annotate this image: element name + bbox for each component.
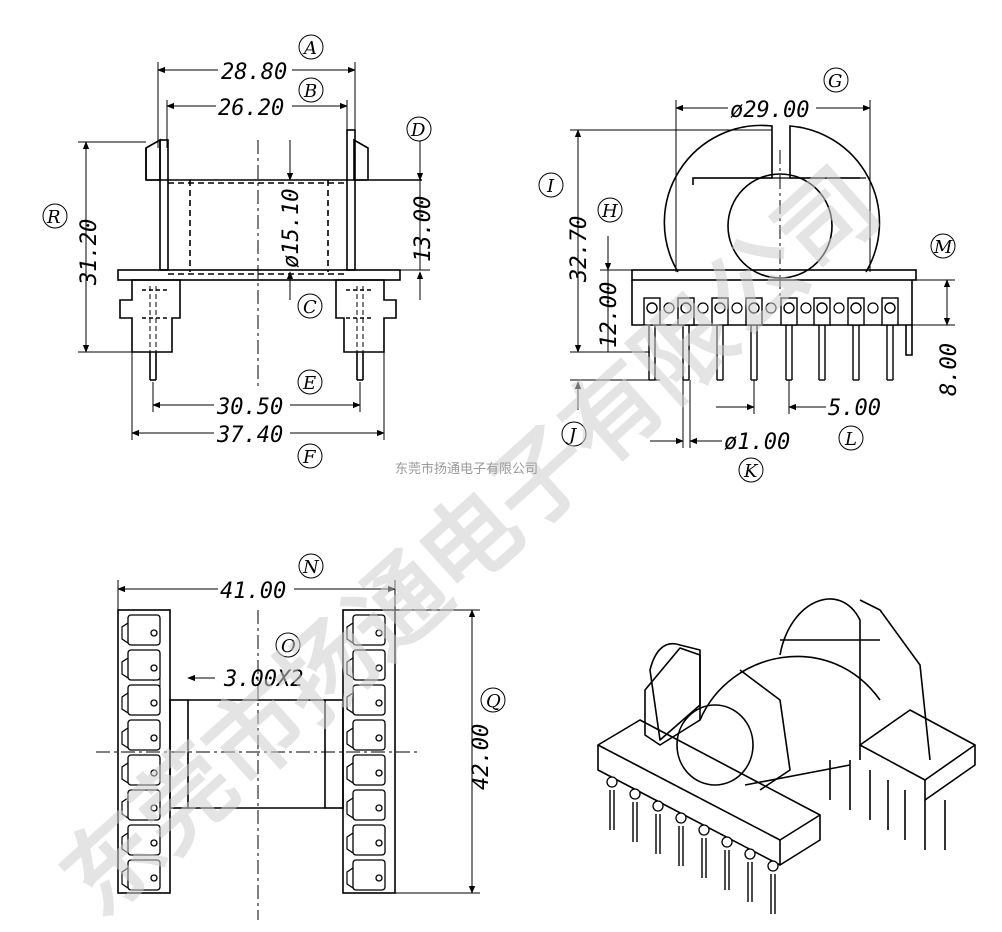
tag-j: J: [565, 425, 578, 446]
side-pin-8: [881, 297, 899, 381]
side-pin-3: [711, 297, 743, 381]
iso-pin-7: [744, 848, 756, 902]
dim-f-value: 37.40: [216, 423, 283, 448]
tag-c: C: [303, 297, 317, 318]
left-slot-1: [121, 614, 161, 646]
left-slot-4: [121, 719, 161, 751]
left-slot-8: [121, 859, 161, 891]
dim-i-value: 32.70: [567, 216, 592, 283]
dim-r-value: 31.20: [77, 219, 102, 286]
tag-i: I: [546, 176, 555, 197]
side-pin-4: [745, 297, 777, 381]
side-pin-5: [780, 297, 812, 381]
right-slot-8: [346, 859, 386, 891]
right-slot-6: [346, 789, 386, 821]
dim-n-value: 41.00: [220, 579, 286, 604]
dim-a-value: 28.80: [221, 60, 287, 85]
tag-q: Q: [486, 691, 501, 712]
dim-d-value: 13.00: [411, 196, 436, 262]
left-slot-2: [121, 649, 161, 681]
side-pin-2: [677, 297, 709, 381]
right-slot-4: [346, 719, 386, 751]
right-slot-7: [346, 824, 386, 856]
left-slot-7: [121, 824, 161, 856]
dim-c-value: ø15.10: [279, 189, 304, 268]
dim-o-value: 3.00X2: [223, 667, 303, 692]
iso-pin-1: [606, 776, 618, 830]
dim-m-value: 8.00: [937, 343, 962, 396]
tag-e: E: [302, 373, 316, 394]
iso-pin-6: [721, 836, 733, 890]
side-pin-7: [847, 297, 879, 381]
tag-m: M: [933, 237, 953, 258]
tag-d: D: [410, 120, 426, 141]
side-pin-6: [813, 297, 845, 381]
watermark: 东莞市扬通电子有限公司 东莞市扬通电子有限公司: [40, 147, 900, 932]
iso-pin-8: [767, 860, 779, 914]
tag-l: L: [844, 429, 857, 450]
tag-r: R: [46, 207, 61, 228]
dim-q-value: 42.00: [469, 724, 494, 790]
iso-pin-2: [629, 788, 641, 842]
isometric-front-pins: [606, 776, 779, 914]
right-slot-5: [346, 754, 386, 786]
side-view-labels: ø29.00 32.70 12.00 8.00 ø1.00 5.00 G I H…: [538, 67, 962, 483]
tag-k: K: [743, 461, 759, 482]
tag-n: N: [302, 557, 320, 578]
side-pin-1: [643, 297, 675, 381]
tag-o: O: [281, 636, 296, 657]
right-slot-1: [346, 614, 386, 646]
left-slot-3: [121, 684, 161, 716]
left-slot-6: [121, 789, 161, 821]
top-view-labels: 41.00 3.00X2 42.00 N O Q: [218, 553, 506, 790]
right-slot-2: [346, 649, 386, 681]
dim-h-value: 12.00: [597, 282, 622, 348]
side-view-pins: [643, 297, 899, 381]
tag-h: H: [601, 201, 618, 222]
isometric-view: [597, 598, 976, 866]
dim-g-value: ø29.00: [730, 98, 809, 123]
front-view-labels: 28.80 26.20 31.20 13.00 ø15.10 30.50 37.…: [42, 34, 436, 469]
top-view-pin-slots: [121, 614, 386, 891]
tag-b: B: [303, 81, 317, 102]
dim-l-value: 5.00: [828, 396, 881, 421]
watermark-small: 东莞市扬通电子有限公司: [395, 461, 538, 477]
iso-pin-3: [652, 800, 664, 854]
iso-pin-5: [698, 824, 710, 878]
watermark-large: 东莞市扬通电子有限公司: [40, 147, 900, 932]
right-slot-3: [346, 684, 386, 716]
dim-e-value: 30.50: [216, 395, 283, 420]
iso-pin-4: [675, 812, 687, 866]
left-slot-5: [121, 754, 161, 786]
tag-g: G: [828, 71, 842, 92]
dim-k-value: ø1.00: [724, 430, 790, 455]
tag-a: A: [302, 38, 317, 59]
tag-f: F: [302, 447, 317, 468]
dim-b-value: 26.20: [218, 96, 284, 121]
